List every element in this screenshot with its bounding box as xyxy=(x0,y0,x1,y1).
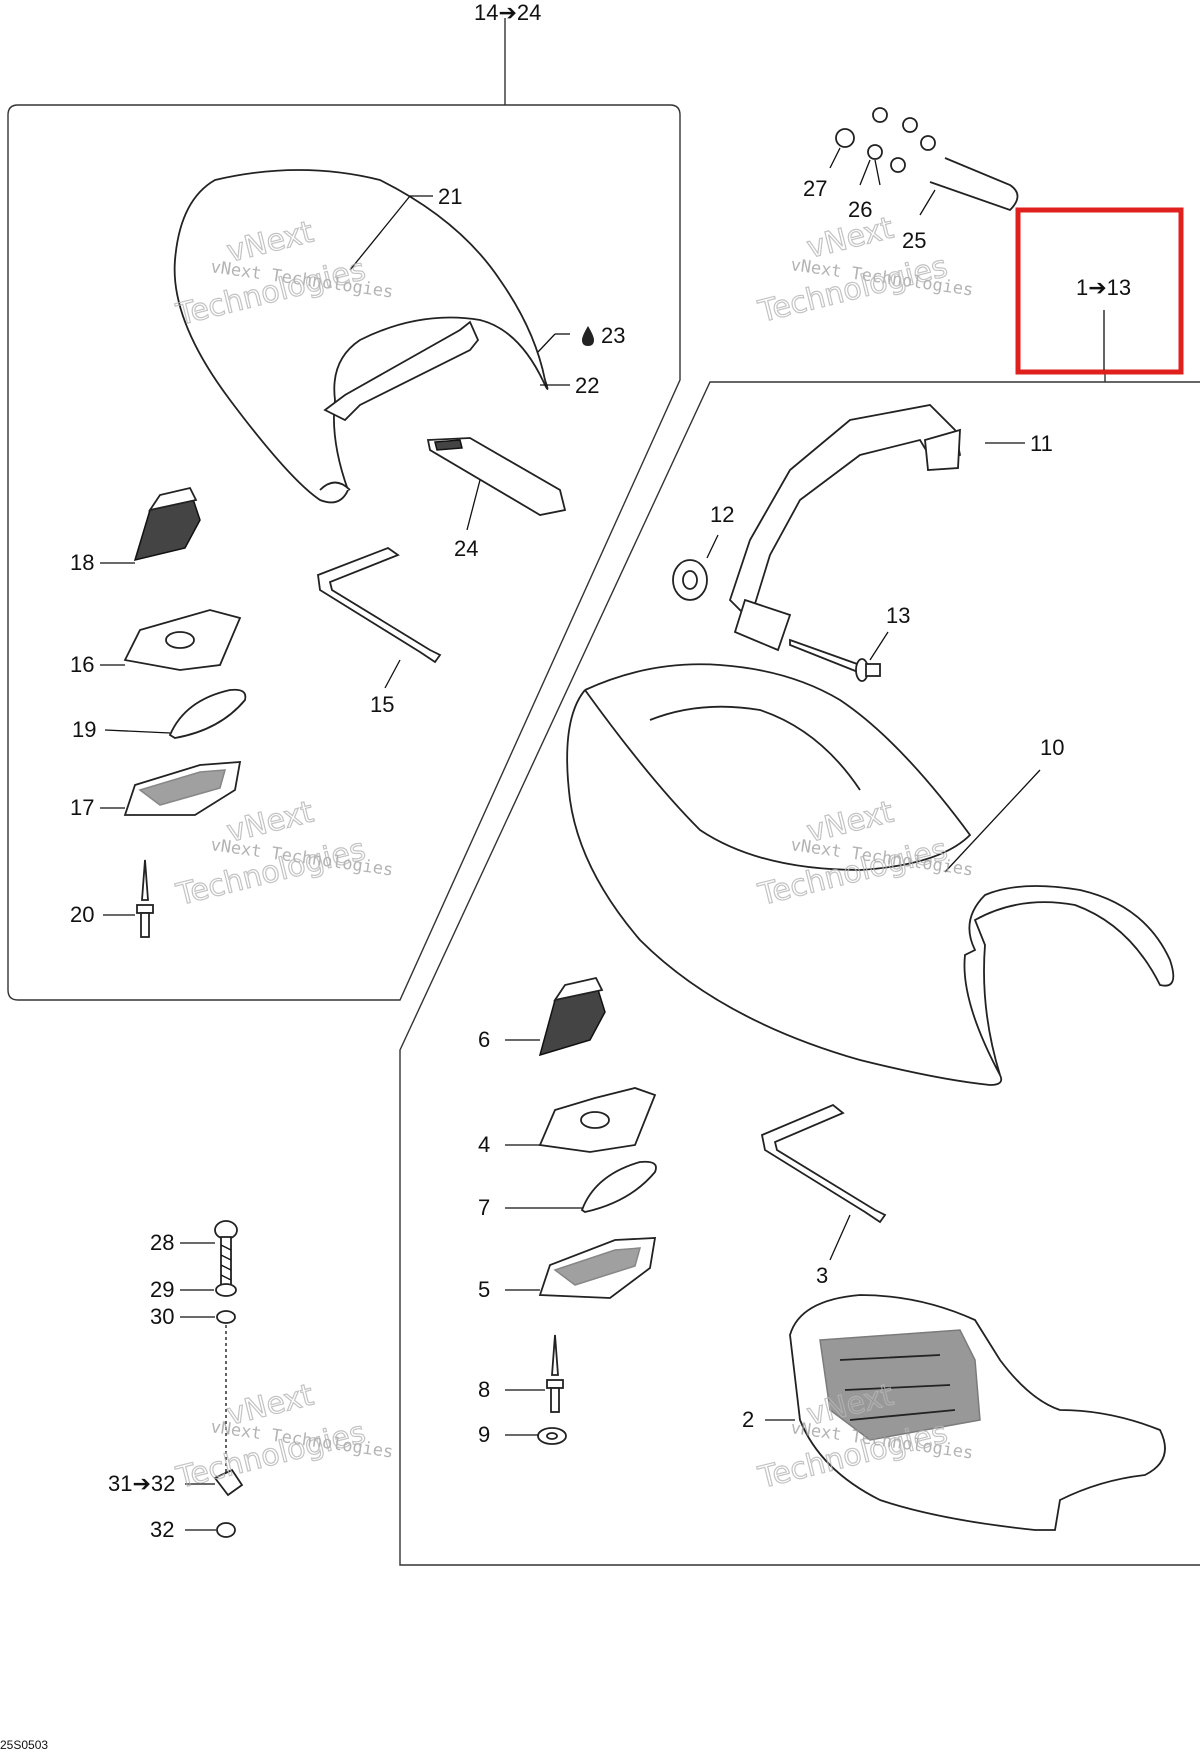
callout-25: 25 xyxy=(902,228,926,253)
callout-6: 6 xyxy=(478,1027,490,1052)
part-latch-18 xyxy=(133,486,201,562)
callout-32: 32 xyxy=(150,1517,174,1542)
part-bracket-3 xyxy=(760,1103,887,1224)
part-front-seat xyxy=(566,663,1175,1086)
part-grommet-12 xyxy=(672,559,708,601)
part-base-16 xyxy=(123,609,242,671)
callout-3: 3 xyxy=(816,1263,828,1288)
part-spring-7 xyxy=(580,1160,657,1213)
callout-7: 7 xyxy=(478,1195,490,1220)
part-washer-29 xyxy=(215,1283,237,1297)
part-latch-body-17 xyxy=(123,761,242,816)
callout-2: 2 xyxy=(742,1407,754,1432)
callout-5: 5 xyxy=(478,1277,490,1302)
callout-4: 4 xyxy=(478,1132,490,1157)
part-nuts-26 xyxy=(867,107,936,173)
drop-icon xyxy=(582,326,594,346)
part-tool xyxy=(426,437,567,516)
watermark-text: vNext xyxy=(223,795,317,850)
part-ubolt-25 xyxy=(929,157,1019,212)
part-spring-19 xyxy=(168,688,247,739)
diagram-code: 25S0503 xyxy=(0,1738,49,1752)
callout-11: 11 xyxy=(1030,431,1053,456)
part-seat-base-2 xyxy=(789,1294,1166,1531)
callout-8: 8 xyxy=(478,1377,490,1402)
part-rivet-8 xyxy=(546,1334,564,1413)
callout-31: 31➔32 xyxy=(108,1471,175,1496)
callout-24: 24 xyxy=(454,536,478,561)
callout-21: 21 xyxy=(438,184,462,209)
part-washer-30 xyxy=(216,1310,236,1324)
rear-seat-frame xyxy=(7,18,681,1001)
callout-16: 16 xyxy=(70,652,94,677)
part-latch-body-5 xyxy=(538,1237,657,1299)
part-bracket-15 xyxy=(317,546,442,664)
callout-28: 28 xyxy=(150,1230,174,1255)
part-nut-32 xyxy=(216,1522,236,1538)
callout-22: 22 xyxy=(575,373,599,398)
part-screw-13 xyxy=(789,638,881,682)
part-base-4 xyxy=(538,1087,657,1153)
part-latch-6 xyxy=(538,976,606,1057)
callout-10: 10 xyxy=(1040,735,1064,760)
callout-26: 26 xyxy=(848,197,872,222)
part-bolt-28 xyxy=(214,1220,238,1286)
front-group-label: 1➔13 xyxy=(1076,275,1131,300)
part-washer-9 xyxy=(537,1427,567,1445)
part-rear-seat xyxy=(173,169,549,504)
rear-group-label: 14➔24 xyxy=(474,0,541,25)
part-nut-27 xyxy=(835,128,855,148)
part-nut-31 xyxy=(213,1468,244,1497)
part-handle-11 xyxy=(728,404,962,652)
callout-19: 19 xyxy=(72,717,96,742)
highlight-box xyxy=(1015,207,1184,375)
callout-13: 13 xyxy=(886,603,910,628)
callout-23: 23 xyxy=(601,323,625,348)
callout-20: 20 xyxy=(70,902,94,927)
part-rivet-20 xyxy=(136,859,154,938)
callout-9: 9 xyxy=(478,1422,490,1447)
callout-18: 18 xyxy=(70,550,94,575)
callout-12: 12 xyxy=(710,502,734,527)
callout-17: 17 xyxy=(70,795,94,820)
callout-29: 29 xyxy=(150,1277,174,1302)
callout-27: 27 xyxy=(803,176,827,201)
callout-15: 15 xyxy=(370,692,394,717)
watermark-text: Technologies xyxy=(754,249,950,330)
callout-30: 30 xyxy=(150,1304,174,1329)
